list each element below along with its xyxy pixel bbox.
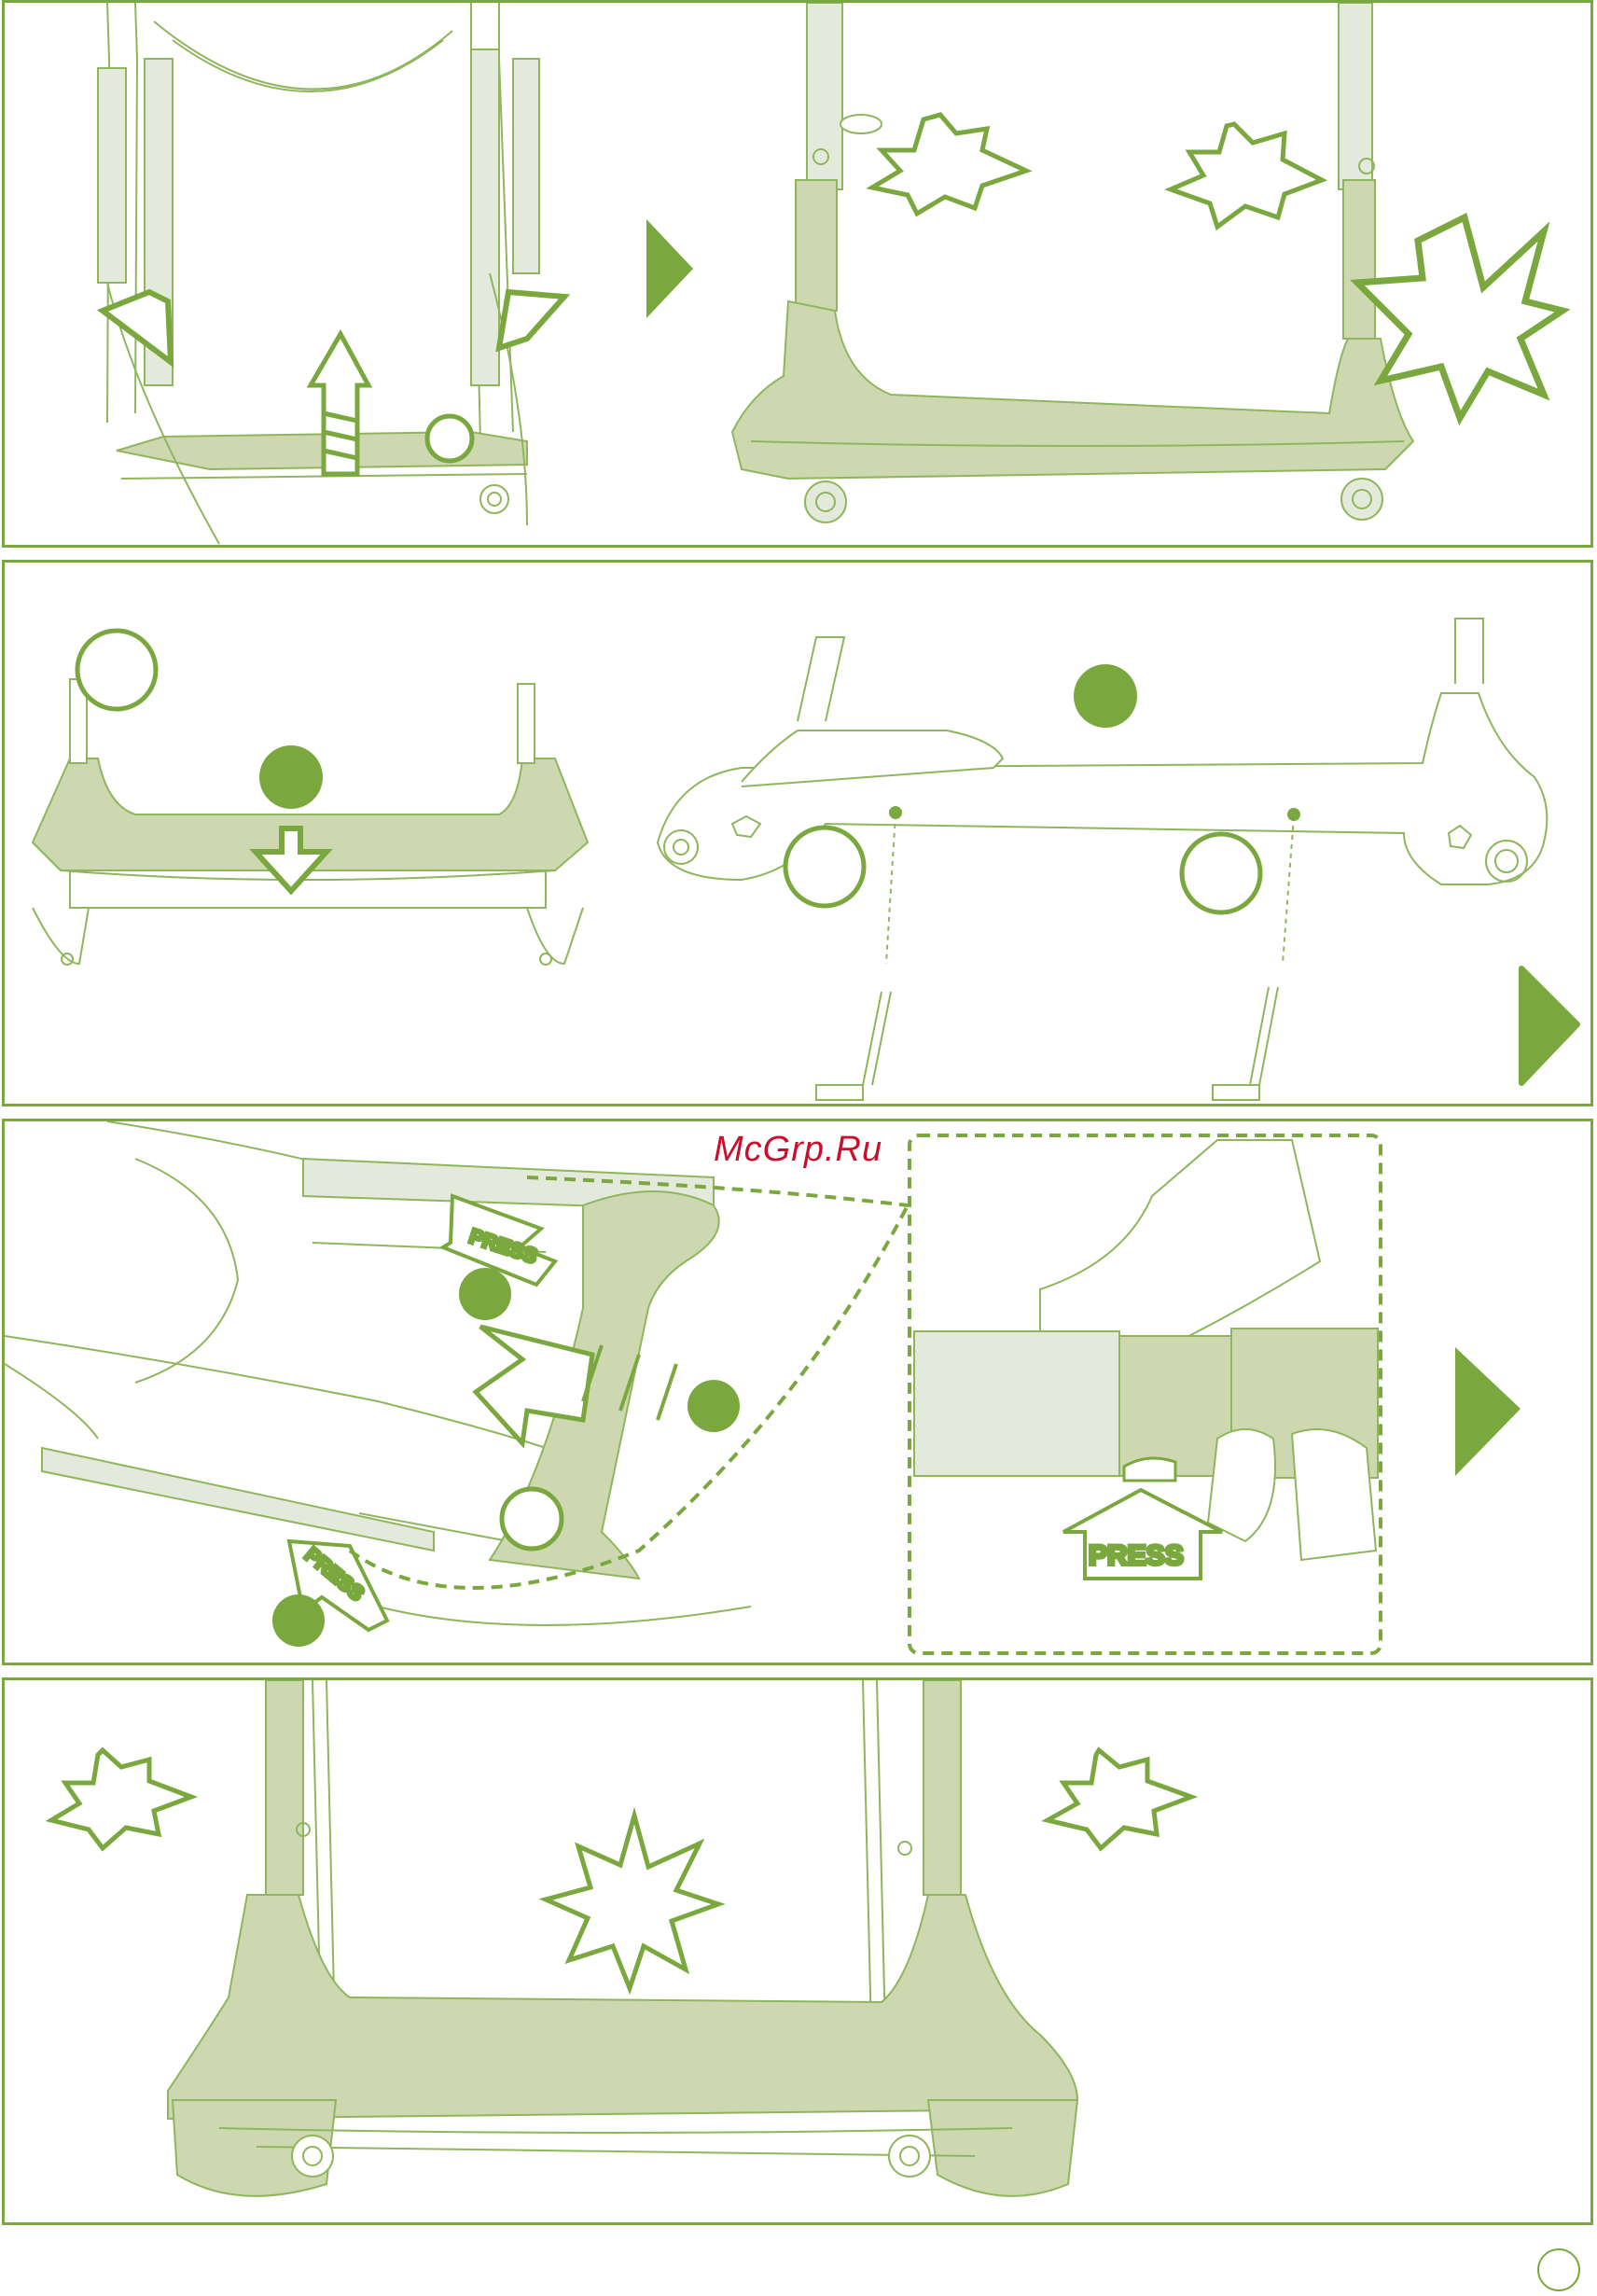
- filled-circle-icon: [1074, 664, 1137, 728]
- starburst-icon: [546, 1816, 718, 1988]
- play-triangle-icon: [646, 219, 693, 318]
- panel-2-illustration: [5, 563, 1593, 1106]
- panel-3-illustration: PRESS PRESS PRES: [5, 1121, 1593, 1665]
- instruction-panel-1: [2, 0, 1593, 548]
- svg-text:PRESS: PRESS: [1089, 1540, 1184, 1571]
- filled-circle-icon: [459, 1268, 511, 1320]
- empty-circle-icon: [1182, 834, 1260, 912]
- panel-4-illustration: [5, 1680, 1593, 2225]
- instruction-panel-3: PRESS PRESS PRES: [2, 1119, 1593, 1665]
- empty-circle-icon: [785, 828, 864, 906]
- filled-circle-icon: [259, 745, 323, 809]
- starburst-icon: [1171, 124, 1322, 227]
- starburst-icon: [51, 1750, 191, 1848]
- page-number-circle-icon: [1537, 2248, 1580, 2291]
- instruction-panel-2: [2, 560, 1593, 1106]
- starburst-icon: [872, 115, 1026, 214]
- arrow-right-icon: [499, 292, 564, 348]
- empty-circle-icon: [77, 631, 156, 709]
- play-triangle-icon: [1521, 968, 1577, 1083]
- filled-circle-icon: [687, 1380, 740, 1432]
- press-arrow-top: PRESS: [443, 1196, 555, 1285]
- empty-circle-icon: [427, 416, 472, 461]
- instruction-panel-4: [2, 1677, 1593, 2225]
- starburst-icon: [1048, 1750, 1191, 1848]
- empty-circle-icon: [502, 1489, 562, 1549]
- watermark: McGrp.Ru: [714, 1130, 882, 1170]
- filled-circle-icon: [272, 1594, 325, 1647]
- panel-1-illustration: [5, 3, 1593, 548]
- play-triangle-icon: [1455, 1347, 1521, 1476]
